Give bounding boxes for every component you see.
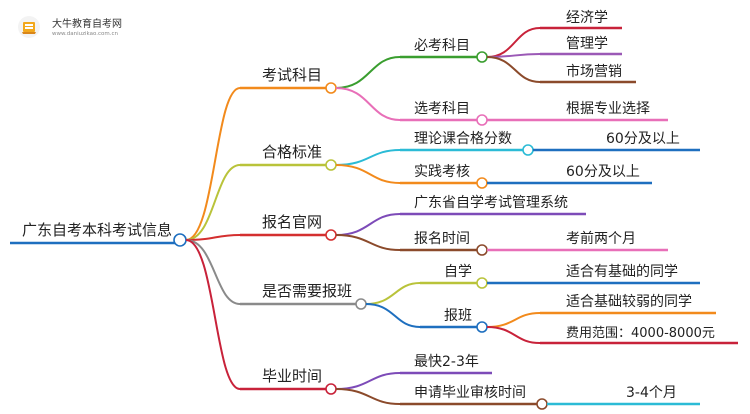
node-practical-assessment: 实践考核 <box>335 164 488 189</box>
node-elective-subjects: 选考科目 <box>335 87 488 126</box>
leaf-label: 60分及以上 <box>606 131 680 147</box>
branch-need-class: 是否需要报班 <box>185 239 367 310</box>
root-node: 广东自考本科考试信息 <box>10 221 187 247</box>
leaf-label: 适合有基础的同学 <box>566 263 678 280</box>
brand-name: 大牛教育自考网 <box>52 19 122 30</box>
connector <box>486 326 541 344</box>
node-label: 广东省自学考试管理系统 <box>414 195 568 211</box>
leaf-marketing: 市场营销 <box>486 56 636 84</box>
branch-label: 毕业时间 <box>262 367 322 385</box>
branch-label: 合格标准 <box>262 143 322 161</box>
leaf-theory-60: 60分及以上 <box>533 131 700 152</box>
connector <box>335 213 401 236</box>
connector <box>486 56 541 83</box>
branch-graduation-time: 毕业时间 <box>185 239 337 395</box>
book-logo-icon <box>18 16 40 38</box>
connector <box>335 388 401 405</box>
node-label: 报名时间 <box>414 231 470 247</box>
leaf-cost-range: 费用范围：4000-8000元 <box>486 326 738 345</box>
root-node-circle <box>173 233 187 247</box>
leaf-label: 考前两个月 <box>566 230 636 247</box>
connector <box>486 312 541 328</box>
branch-label: 报名官网 <box>262 213 322 231</box>
node-circle <box>476 51 488 63</box>
branch-node-circle <box>355 298 367 310</box>
node-circle <box>476 114 488 126</box>
node-registration-time: 报名时间 <box>335 231 488 256</box>
node-label: 实践考核 <box>414 164 470 180</box>
leaf-3-4-months: 3-4个月 <box>547 385 700 406</box>
node-join-class: 报班 <box>365 303 488 333</box>
node-circle <box>476 177 488 189</box>
connector <box>365 303 421 328</box>
connector <box>335 234 401 251</box>
branch-exam-subjects: 考试科目 <box>185 66 337 241</box>
root-branch-connector <box>185 164 241 241</box>
leaf-practical-60: 60分及以上 <box>487 164 652 185</box>
branch-label: 考试科目 <box>262 66 322 84</box>
leaf-two-months-before: 考前两个月 <box>487 230 668 252</box>
node-circle <box>476 277 488 289</box>
leaf-label: 3-4个月 <box>626 385 677 401</box>
node-label: 申请毕业审核时间 <box>414 385 526 401</box>
node-label: 必考科目 <box>414 38 470 54</box>
node-circle <box>476 321 488 333</box>
brand-logo: 大牛教育自考网 www.daniuzikao.com.cn <box>16 12 146 46</box>
root-branch-connector <box>185 87 241 241</box>
connector <box>335 56 401 89</box>
node-label: 理论课合格分数 <box>414 131 512 147</box>
branch-node-circle <box>325 82 337 94</box>
node-circle <box>476 244 488 256</box>
branch-node-circle <box>325 229 337 241</box>
branch-label: 是否需要报班 <box>262 282 352 300</box>
leaf-choose-by-major: 根据专业选择 <box>487 101 668 122</box>
node-gd-exam-system: 广东省自学考试管理系统 <box>335 195 586 236</box>
node-fastest-2-3-years: 最快2-3年 <box>335 354 492 390</box>
connector <box>335 149 401 166</box>
leaf-label: 60分及以上 <box>566 164 640 180</box>
node-label: 最快2-3年 <box>414 354 479 370</box>
leaf-label: 经济学 <box>566 10 608 26</box>
leaf-label: 适合基础较弱的同学 <box>566 293 692 310</box>
connector <box>486 27 541 58</box>
connector <box>335 372 401 390</box>
leaf-management: 管理学 <box>486 36 622 58</box>
node-circle <box>536 398 548 410</box>
node-label: 自学 <box>444 264 472 280</box>
node-label: 选考科目 <box>414 101 470 117</box>
node-required-subjects: 必考科目 <box>335 38 488 89</box>
brand-url: www.daniuzikao.com.cn <box>52 31 118 37</box>
node-graduation-review: 申请毕业审核时间 <box>335 385 548 410</box>
node-self-study: 自学 <box>365 264 488 305</box>
leaf-label: 管理学 <box>566 36 608 52</box>
leaf-label: 市场营销 <box>566 63 622 80</box>
root-label: 广东自考本科考试信息 <box>22 221 172 239</box>
leaf-label: 根据专业选择 <box>566 101 650 117</box>
root-branch-connector <box>185 239 241 305</box>
leaf-has-foundation: 适合有基础的同学 <box>487 263 700 285</box>
connector <box>335 164 401 184</box>
node-circle <box>522 144 534 156</box>
root-branch-connector <box>185 239 241 390</box>
node-theory-pass-score: 理论课合格分数 <box>335 131 534 166</box>
leaf-label: 费用范围：4000-8000元 <box>566 326 715 341</box>
connector <box>365 282 421 305</box>
root-branch-connector <box>185 234 241 241</box>
branch-node-circle <box>325 159 337 171</box>
branch-node-circle <box>325 383 337 395</box>
leaf-weak-foundation: 适合基础较弱的同学 <box>486 293 716 328</box>
branch-pass-standard: 合格标准 <box>185 143 337 241</box>
connector <box>335 87 401 121</box>
node-label: 报班 <box>444 308 472 324</box>
